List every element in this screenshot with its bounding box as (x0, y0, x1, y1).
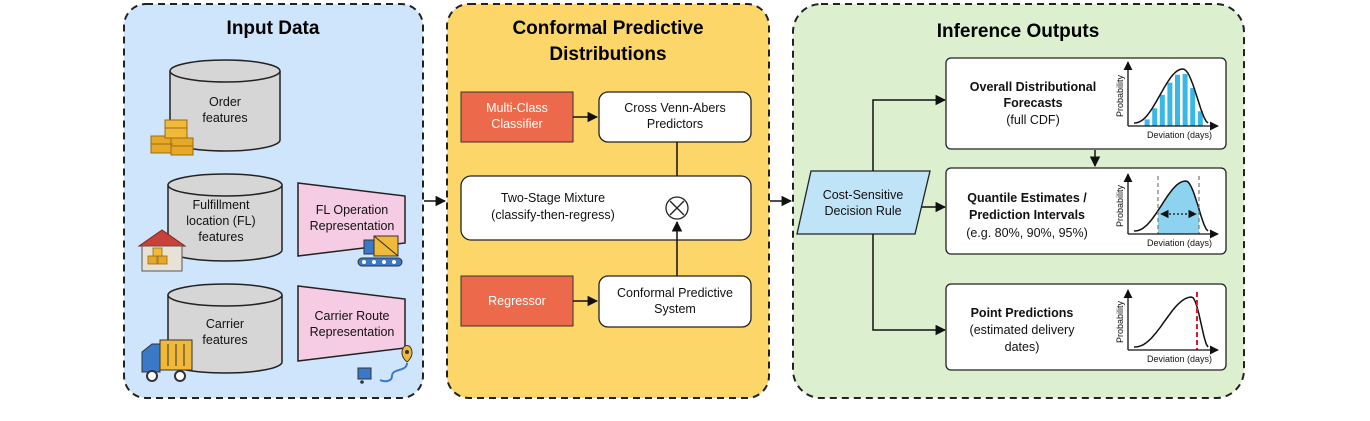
svg-text:features: features (202, 333, 247, 347)
svg-text:Two-Stage Mixture: Two-Stage Mixture (501, 191, 605, 205)
svg-text:(e.g. 80%, 90%, 95%): (e.g. 80%, 90%, 95%) (966, 226, 1088, 240)
svg-text:Fulfillment: Fulfillment (193, 198, 250, 212)
route-pin-icon (357, 345, 413, 384)
density-curve (1133, 180, 1209, 232)
histogram-bar (1175, 74, 1180, 126)
histogram-bar (1159, 94, 1165, 126)
conformal-predictive-system-box: Conformal Predictive System (598, 275, 752, 328)
histogram-bar (1190, 88, 1196, 126)
svg-text:Quantile Estimates /: Quantile Estimates / (967, 191, 1087, 205)
histogram-bar (1182, 73, 1188, 126)
svg-text:location (FL): location (FL) (186, 214, 255, 228)
cpd-panel-title-2: Distributions (549, 44, 666, 65)
fulfillment-features-cylinder: Fulfillment location (FL) features (167, 173, 283, 262)
truck-icon (141, 339, 193, 382)
order-features-cylinder: Order features (169, 59, 281, 152)
svg-text:Representation: Representation (310, 219, 395, 233)
svg-text:dates): dates) (1005, 340, 1040, 354)
svg-text:Cost-Sensitive: Cost-Sensitive (823, 188, 904, 202)
svg-text:features: features (198, 230, 243, 244)
cpd-panel-title-1: Conformal Predictive (512, 18, 703, 39)
svg-text:Forecasts: Forecasts (1003, 96, 1062, 110)
y-axis-label: Probability (1115, 300, 1125, 343)
multi-class-classifier-box: Multi-Class Classifier (460, 91, 574, 143)
y-axis-label: Probability (1115, 74, 1125, 117)
svg-text:Classifier: Classifier (491, 117, 542, 131)
x-axis-label: Deviation (days) (1147, 130, 1212, 140)
regressor-box: Regressor (460, 275, 574, 327)
svg-text:features: features (202, 111, 247, 125)
svg-text:(full CDF): (full CDF) (1006, 113, 1059, 127)
input-panel-title: Input Data (227, 18, 320, 39)
output-panel-title: Inference Outputs (937, 21, 1100, 42)
svg-text:Cross Venn-Abers: Cross Venn-Abers (624, 101, 725, 115)
svg-text:Carrier: Carrier (206, 317, 244, 331)
histogram-bar (1167, 82, 1173, 126)
cross-venn-abers-box: Cross Venn-Abers Predictors (598, 91, 752, 143)
histogram-bar (1197, 111, 1203, 126)
svg-text:Multi-Class: Multi-Class (486, 101, 548, 115)
svg-text:System: System (654, 302, 696, 316)
interval-area (1158, 181, 1199, 234)
density-curve (1133, 296, 1209, 348)
histogram-bar (1144, 119, 1150, 126)
x-axis-label: Deviation (days) (1147, 238, 1212, 248)
x-axis-label: Deviation (days) (1147, 354, 1212, 364)
connector-decision-to-distributional (872, 94, 947, 171)
svg-text:Regressor: Regressor (488, 294, 546, 308)
svg-text:Order: Order (209, 95, 241, 109)
svg-text:Prediction Intervals: Prediction Intervals (969, 208, 1085, 222)
two-stage-mixture-box: Two-Stage Mixture (classify-then-regress… (460, 175, 752, 241)
svg-text:Decision Rule: Decision Rule (824, 204, 901, 218)
svg-text:(classify-then-regress): (classify-then-regress) (491, 208, 615, 222)
svg-text:(estimated delivery: (estimated delivery (970, 323, 1076, 337)
svg-text:Carrier Route: Carrier Route (314, 309, 389, 323)
svg-text:Point Predictions: Point Predictions (971, 306, 1074, 320)
conveyor-icon (357, 235, 403, 267)
svg-text:Predictors: Predictors (647, 117, 703, 131)
svg-text:FL Operation: FL Operation (316, 203, 389, 217)
quantile-estimates-card: Quantile Estimates / Prediction Interval… (945, 167, 1227, 255)
boxes-icon (150, 119, 194, 156)
connector-decision-to-point (872, 234, 947, 336)
density-curve (1133, 68, 1209, 124)
point-predictions-card: Point Predictions (estimated delivery da… (945, 283, 1227, 371)
carrier-features-cylinder: Carrier features (167, 283, 283, 374)
svg-text:Conformal Predictive: Conformal Predictive (617, 286, 733, 300)
svg-text:Representation: Representation (310, 325, 395, 339)
cost-sensitive-decision-rule: Cost-Sensitive Decision Rule (796, 170, 931, 235)
svg-text:Overall Distributional: Overall Distributional (970, 80, 1096, 94)
histogram-bar (1152, 108, 1158, 126)
y-axis-label: Probability (1115, 184, 1125, 227)
warehouse-icon (137, 229, 187, 272)
carrier-route-representation: Carrier Route Representation (297, 285, 406, 362)
